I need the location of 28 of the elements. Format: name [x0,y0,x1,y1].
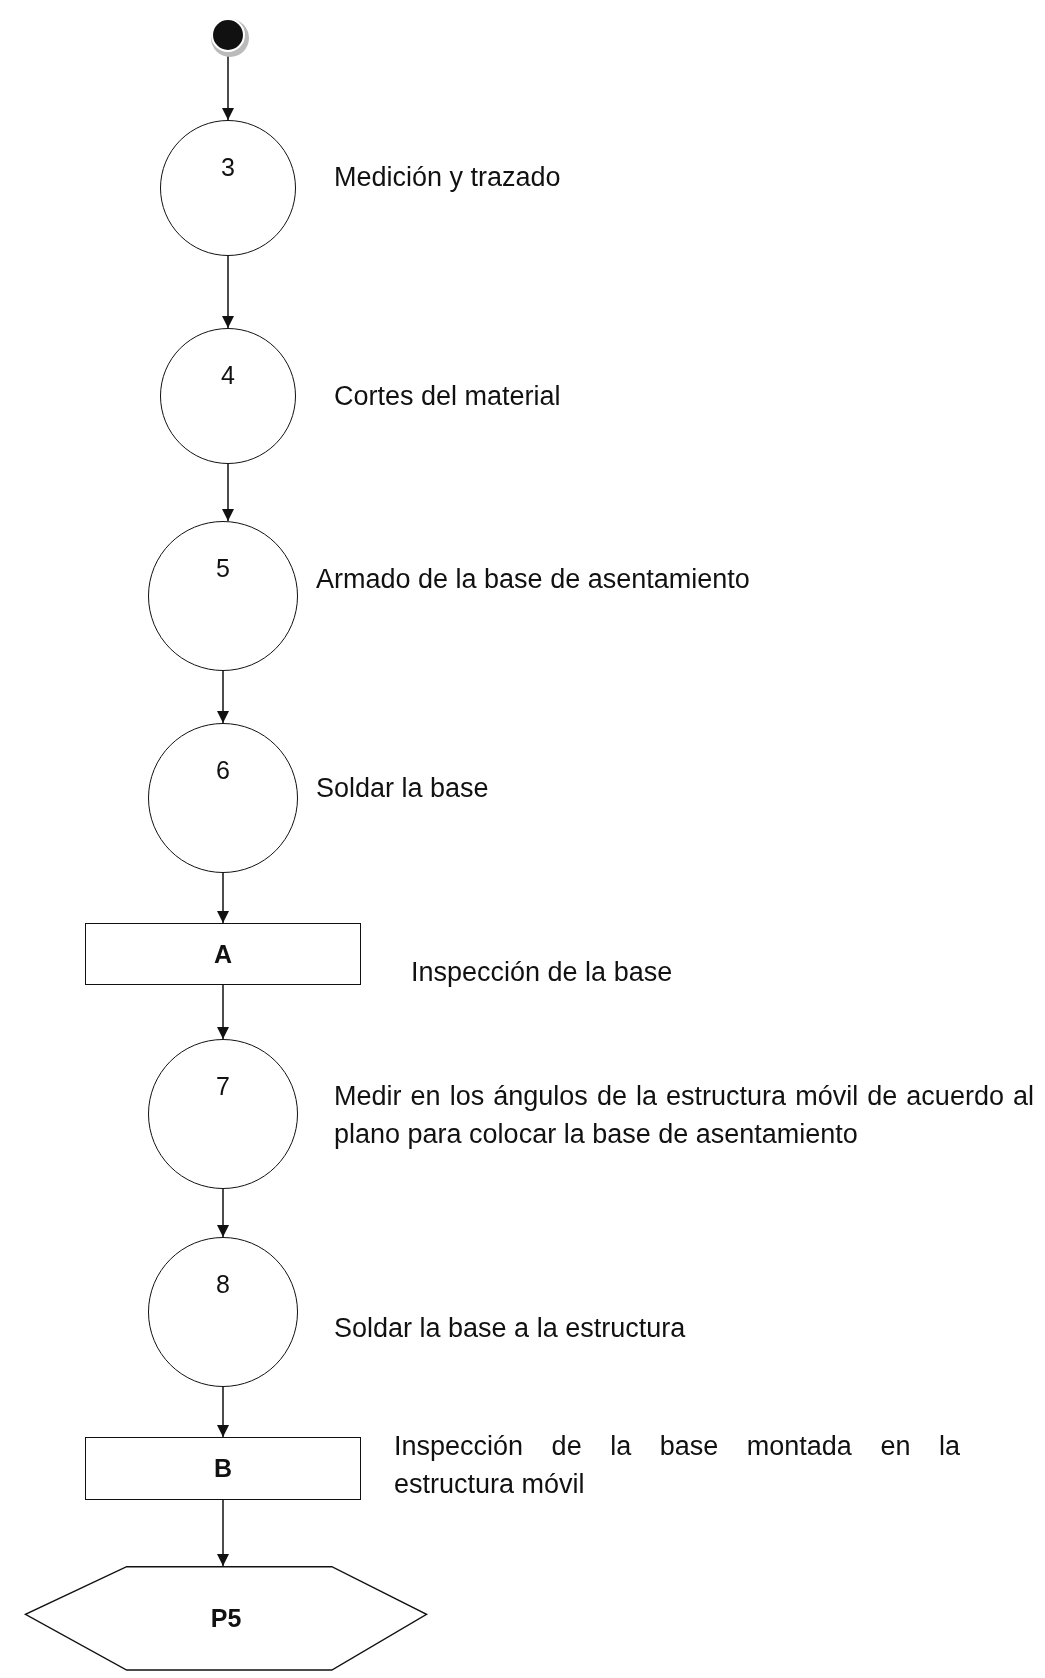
step-description: Medición y trazado [334,161,562,194]
step-description: Soldar la base a la estructura [334,1312,687,1345]
arrow [217,1499,229,1567]
inspection-box [85,1437,361,1500]
step-description: Cortes del material [334,380,562,413]
node-label: 5 [216,554,230,583]
step-description: Armado de la base de asentamiento [316,563,751,596]
node-label: A [213,939,233,969]
arrow [217,984,229,1040]
step-description: Inspección de la base [411,956,674,989]
node-label: 8 [216,1270,230,1299]
arrow [217,872,229,924]
start-node [209,16,247,54]
step-description: Soldar la base [316,772,490,805]
arrow [222,255,234,329]
arrow [217,1386,229,1438]
arrow [217,670,229,724]
arrow [217,1188,229,1238]
inspection-box [85,923,361,985]
node-label: 6 [216,756,230,785]
node-label: P5 [210,1603,242,1633]
node-label: B [213,1454,233,1483]
node-label: 4 [221,361,235,390]
step-description: Medir en los ángulos de la estructura móvil de acuerdo al plano para colocar la base de asentamiento [334,1080,1034,1151]
step-description: Inspección de la base montada en la estructura móvil [394,1430,960,1501]
node-label: 7 [216,1072,230,1101]
arrow [222,463,234,522]
node-label: 3 [221,153,235,182]
